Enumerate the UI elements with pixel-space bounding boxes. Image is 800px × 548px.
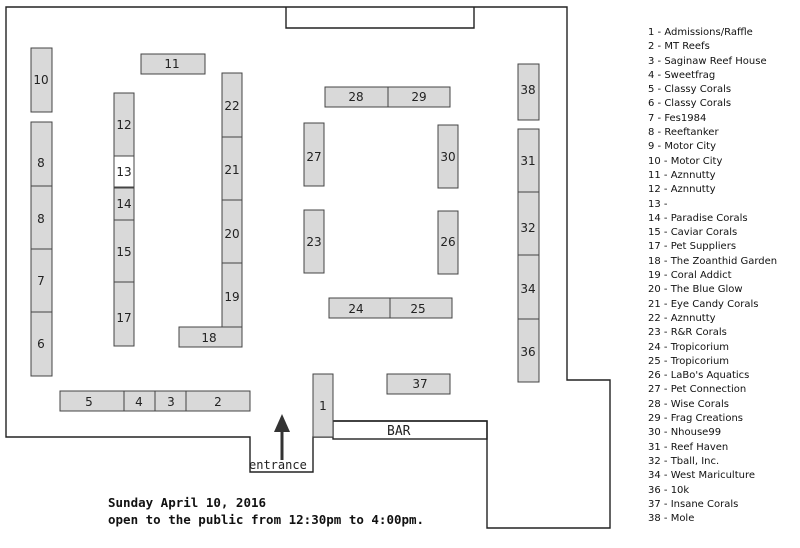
legend-item: 26 - LaBo's Aquatics (648, 370, 750, 382)
booth-37-label: 37 (412, 377, 427, 391)
booth-10[interactable] (30, 47, 53, 113)
booth-14-label: 14 (116, 197, 131, 211)
legend-item: 37 - Insane Corals (648, 498, 739, 510)
entrance-arrow-icon (274, 414, 290, 460)
booth-17[interactable] (113, 281, 135, 347)
booth-5-label: 5 (85, 395, 93, 409)
legend-item: 34 - West Mariculture (648, 470, 756, 482)
legend-item: 27 - Pet Connection (648, 384, 747, 396)
legend-item: 36 - 10k (648, 484, 690, 496)
legend-item: 24 - Tropicorium (648, 341, 730, 353)
booth-30-label: 30 (440, 150, 455, 164)
booth-30[interactable] (437, 124, 459, 189)
legend-item: 19 - Coral Addict (648, 270, 732, 282)
booth-13[interactable] (113, 155, 135, 188)
booth-26[interactable] (437, 210, 459, 275)
legend-item: 14 - Paradise Corals (648, 212, 748, 224)
booth-10-label: 10 (33, 73, 48, 87)
legend-item: 18 - The Zoanthid Garden (648, 255, 778, 267)
legend-item: 8 - Reeftanker (648, 127, 719, 139)
event-info: Sunday April 10, 2016 open to the public… (108, 494, 424, 528)
booth-6[interactable] (30, 311, 53, 377)
booth-20-label: 20 (224, 227, 239, 241)
outer-wall (5, 6, 333, 473)
bar-label: BAR (387, 424, 411, 439)
legend-item: 11 - Aznnutty (648, 169, 716, 181)
legend-item: 29 - Frag Creations (648, 413, 743, 425)
legend-item: 23 - R&R Corals (648, 327, 727, 339)
booth-4-label: 4 (135, 395, 143, 409)
booth-9-label: 8 (37, 156, 45, 170)
booth-1-label: 1 (319, 399, 327, 413)
booth-19-label: 19 (224, 290, 239, 304)
booth-6-label: 6 (37, 337, 45, 351)
legend-item: 10 - Motor City (648, 155, 723, 167)
booth-11[interactable] (140, 53, 206, 75)
booth-9[interactable] (30, 121, 53, 187)
legend-item: 13 - (648, 198, 668, 210)
booth-38-label: 38 (520, 83, 535, 97)
booth-15-label: 15 (116, 245, 131, 259)
booth-11-label: 11 (164, 57, 179, 71)
booth-8-label: 8 (37, 212, 45, 226)
booth-17-label: 17 (116, 311, 131, 325)
legend-item: 9 - Motor City (648, 141, 717, 153)
booth-29[interactable] (387, 86, 451, 108)
booth-22-label: 22 (224, 99, 239, 113)
entrance-label: entrance (249, 458, 307, 472)
booth-37[interactable] (386, 373, 451, 395)
legend-item: 4 - Sweetfrag (648, 69, 716, 81)
booth-24-label: 24 (348, 302, 363, 316)
legend-item: 25 - Tropicorium (648, 355, 730, 367)
event-date: Sunday April 10, 2016 (108, 495, 267, 510)
top-alcove (285, 7, 475, 29)
legend-item: 21 - Eye Candy Corals (648, 298, 759, 310)
booth-3-label: 3 (167, 395, 175, 409)
legend-item: 12 - Aznnutty (648, 184, 716, 196)
legend-item: 15 - Caviar Corals (648, 227, 738, 239)
booth-2-label: 2 (214, 395, 222, 409)
booth-23-label: 23 (306, 235, 321, 249)
booth-25-label: 25 (410, 302, 425, 316)
booth-31-label: 31 (520, 154, 535, 168)
legend-item: 2 - MT Reefs (648, 41, 710, 53)
legend-item: 1 - Admissions/Raffle (648, 27, 753, 38)
booth-38[interactable] (517, 63, 540, 121)
booth-1[interactable] (312, 373, 334, 438)
legend-item: 6 - Classy Corals (648, 98, 732, 110)
booth-2[interactable] (185, 390, 251, 412)
booth-26-label: 26 (440, 235, 455, 249)
booth-27[interactable] (303, 122, 325, 187)
legend-item: 31 - Reef Haven (648, 441, 729, 453)
booth-7-label: 7 (37, 274, 45, 288)
booth-13-label: 13 (116, 165, 131, 179)
booth-36-label: 36 (520, 345, 535, 359)
booth-28-label: 28 (348, 90, 363, 104)
legend-item: 32 - Tball, Inc. (648, 455, 720, 467)
legend-item: 17 - Pet Suppliers (648, 241, 737, 253)
legend-item: 20 - The Blue Glow (648, 284, 743, 296)
booth-21-label: 21 (224, 163, 239, 177)
vendor-legend: 1 - Admissions/Raffle 2 - MT Reefs 3 - S… (648, 26, 798, 526)
legend-item: 30 - Nhouse99 (648, 427, 722, 439)
legend-item: 5 - Classy Corals (648, 84, 732, 96)
legend-item: 3 - Saginaw Reef House (648, 55, 767, 67)
booth-27-label: 27 (306, 150, 321, 164)
booth-25[interactable] (389, 297, 453, 319)
booth-32-label: 32 (520, 221, 535, 235)
event-hours: open to the public from 12:30pm to 4:00p… (108, 512, 425, 527)
booth-18[interactable] (178, 326, 243, 348)
legend-item: 38 - Mole (648, 513, 695, 525)
legend-item: 28 - Wise Corals (648, 398, 730, 410)
booth-29-label: 29 (411, 90, 426, 104)
booth-34-label: 34 (520, 282, 535, 296)
booth-12-label: 12 (116, 118, 131, 132)
booth-23[interactable] (303, 209, 325, 274)
booth-36[interactable] (517, 318, 540, 383)
booth-18-label: 18 (201, 331, 216, 345)
legend-item: 7 - Fes1984 (648, 112, 707, 124)
legend-item: 22 - Aznnutty (648, 312, 716, 324)
